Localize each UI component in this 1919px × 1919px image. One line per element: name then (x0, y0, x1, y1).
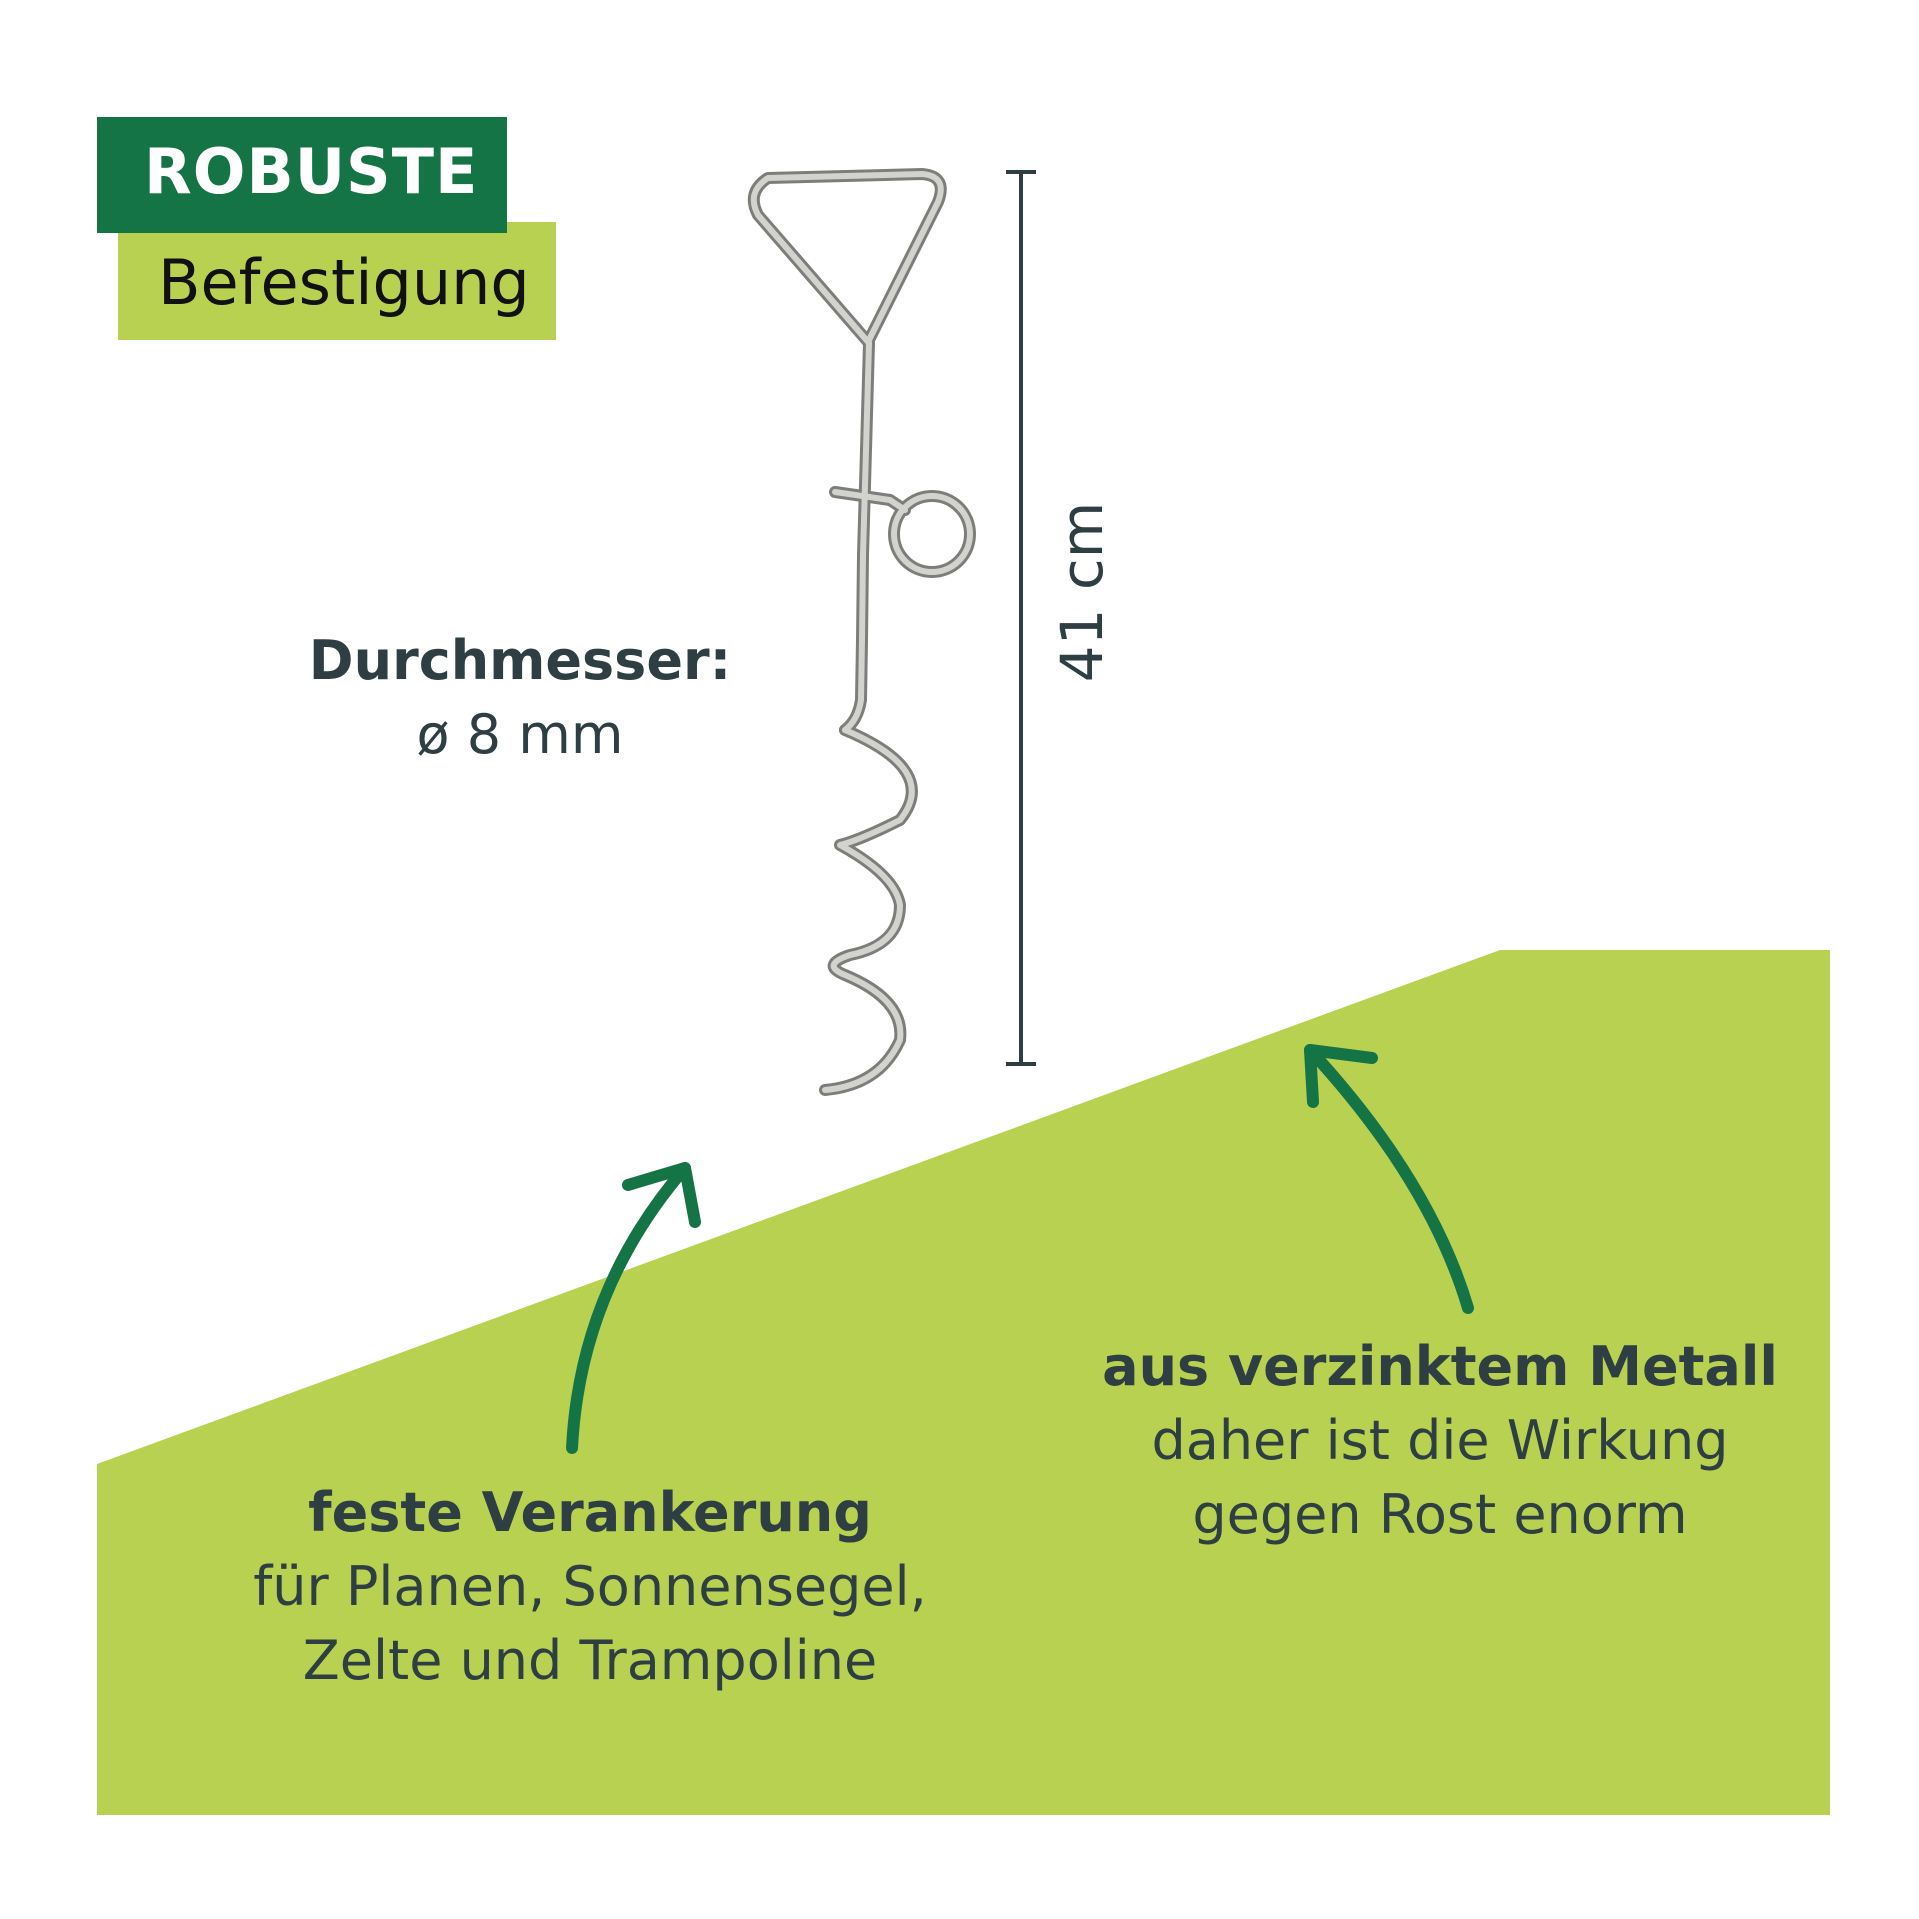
feature-material: aus verzinktem Metall daher ist die Wirk… (1060, 1330, 1820, 1552)
feature-anchoring-line1: für Planen, Sonnensegel, (253, 1555, 927, 1618)
badge-title-box: ROBUSTE (97, 117, 507, 233)
feature-material-line2: gegen Rost enorm (1192, 1483, 1688, 1546)
curved-arrow-icon-right (1304, 1044, 1474, 1314)
dimension-line (1006, 170, 1036, 1066)
diameter-label: Durchmesser: (308, 629, 732, 692)
curved-arrow-icon (566, 1162, 701, 1454)
badge-subtitle-box: Befestigung (118, 222, 556, 340)
feature-anchoring-heading: feste Verankerung (308, 1481, 872, 1544)
diameter-annotation: Durchmesser: ø 8 mm (280, 624, 760, 772)
feature-anchoring: feste Verankerung für Planen, Sonnensege… (170, 1476, 1010, 1698)
badge-subtitle: Befestigung (158, 246, 530, 319)
badge-title: ROBUSTE (144, 135, 479, 208)
feature-material-line1: daher ist die Wirkung (1151, 1409, 1729, 1472)
feature-anchoring-line2: Zelte und Trampoline (302, 1629, 878, 1692)
diameter-value: ø 8 mm (416, 703, 624, 766)
feature-material-heading: aus verzinktem Metall (1102, 1335, 1778, 1398)
length-label: 41 cm (1048, 501, 1116, 683)
spiral-ground-anchor-icon (747, 168, 976, 1096)
